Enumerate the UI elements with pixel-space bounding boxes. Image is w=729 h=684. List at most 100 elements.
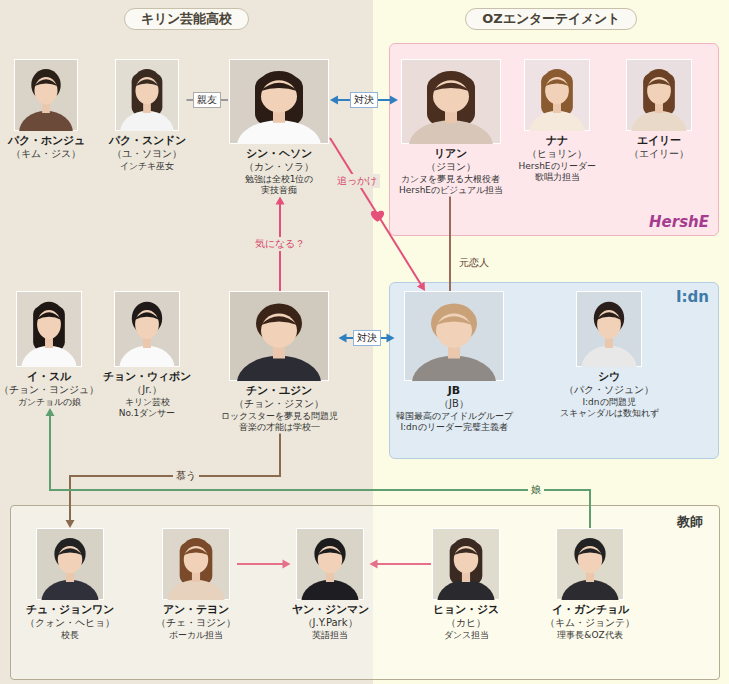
- face: [318, 546, 342, 573]
- character-card: イ・ガンチョル（キム・ジョンテ）理事長&OZ代表: [544, 528, 636, 641]
- relation-label: 慕う: [173, 469, 199, 483]
- shoulders: [301, 580, 358, 600]
- fringe: [135, 79, 159, 86]
- connector-line: [237, 563, 286, 565]
- character-name: アン・テヨン: [156, 603, 236, 617]
- relation-label: 気になる？: [252, 237, 308, 251]
- character-card: アン・テヨン（チェ・ヨジン）ボーカル担当: [155, 528, 237, 641]
- arrowhead: [390, 96, 398, 105]
- character-note: ロックスターを夢見る問題児 音楽の才能は学校一: [221, 411, 338, 434]
- arrowhead: [330, 96, 338, 105]
- portrait-photo: [404, 291, 504, 381]
- actor-name: （ユ・ソヨン）: [109, 148, 186, 161]
- relation-label: 親友: [193, 92, 221, 108]
- group-heading: キリン芸能高校: [124, 8, 249, 30]
- group-box: I:dnJB（JB）韓国最高のアイドルグループ I:dnのリーダー完璧主義者シウ…: [389, 282, 719, 459]
- character-card: チョン・ウィボン（Jr.）キリン芸校 No.1ダンサー: [102, 291, 192, 420]
- group-heading: OZエンターテイメント: [465, 8, 636, 30]
- portrait-photo: [114, 291, 180, 367]
- shoulders: [581, 346, 636, 367]
- portrait-photo: [524, 59, 590, 131]
- face: [58, 546, 82, 573]
- character-card: シン・ヘソン（カン・ソラ）勉強は全校1位の 実技音痴: [228, 59, 330, 197]
- portrait-photo: [296, 528, 364, 600]
- face: [597, 310, 621, 339]
- relation-connector: [330, 138, 425, 291]
- character-card: イ・スル（チョン・ヨンジュ）ガンチョルの娘: [0, 291, 100, 408]
- character-name: ナナ: [518, 134, 595, 148]
- fringe: [544, 79, 569, 86]
- relation-label: 対決: [353, 330, 381, 346]
- relation-label: 追っかけ: [334, 174, 380, 188]
- face: [261, 80, 297, 112]
- face: [578, 546, 602, 573]
- character-card: JB（JB）韓国最高のアイドルグループ I:dnのリーダー完璧主義者: [395, 291, 514, 434]
- group-heading: HershE: [649, 213, 709, 231]
- shoulders: [21, 346, 76, 367]
- character-name: エイリー: [626, 134, 692, 148]
- character-card: ヤン・ジンマン（J.Y.Park）英語担当: [291, 528, 370, 641]
- shoulders: [561, 580, 618, 600]
- relation-connector: [46, 408, 591, 528]
- actor-name: （チョン・ジヌン）: [221, 398, 338, 411]
- portrait-photo: [432, 528, 500, 600]
- character-note: カンヌを夢見る大根役者 HershEのビジュアル担当: [399, 174, 503, 197]
- actor-name: （J.Y.Park）: [292, 617, 369, 630]
- character-name: シン・ヘソン: [229, 147, 329, 161]
- character-name: パク・ホンジュ: [8, 134, 85, 148]
- portrait-photo: [162, 528, 230, 600]
- character-note: ボーカル担当: [156, 630, 236, 642]
- arrowhead: [387, 334, 395, 343]
- relation-label: 対決: [350, 92, 378, 108]
- heart-symbol: [371, 211, 384, 222]
- character-card: ナナ（ヒョリン）HershEのリーダー 歌唱力担当: [517, 59, 596, 184]
- portrait-photo: [229, 59, 329, 144]
- connector-line: [330, 138, 422, 287]
- connector-line: [375, 563, 432, 565]
- connector-line: [449, 197, 451, 292]
- shoulders: [167, 580, 224, 600]
- face: [647, 77, 671, 104]
- relation-connector: [450, 197, 451, 292]
- fringe: [646, 79, 671, 86]
- character-name: JB: [396, 384, 513, 398]
- arrowhead: [276, 197, 285, 205]
- character-note: キリン芸校 No.1ダンサー: [119, 397, 176, 420]
- fringe: [183, 548, 209, 555]
- relation-connector: [66, 434, 281, 529]
- character-card: チン・ユジン（チョン・ジヌン）ロックスターを夢見る問題児 音楽の才能は学校一: [220, 291, 339, 434]
- actor-name: （チェ・ヨジン）: [156, 617, 236, 630]
- character-note: 韓国最高のアイドルグループ I:dnのリーダー完璧主義者: [396, 411, 513, 434]
- fringe: [134, 312, 159, 320]
- portrait-photo: [401, 59, 501, 144]
- relation-label: 娘: [528, 483, 544, 497]
- arrowhead: [339, 334, 347, 343]
- org-region: OZエンターテイメントHershEリアン（ジヨン）カンヌを夢見る大根役者 Her…: [373, 0, 729, 500]
- character-card: パク・スンドン（ユ・ソヨン）インチキ巫女: [108, 59, 187, 172]
- relation-connector: [237, 560, 291, 569]
- fringe: [435, 316, 473, 325]
- character-name: イ・スル: [0, 370, 99, 384]
- shoulders: [237, 120, 321, 144]
- character-name: チョン・ウィボン: [103, 370, 191, 384]
- group-heading: 教師: [677, 514, 703, 530]
- fringe: [36, 312, 61, 320]
- character-name: リアン: [399, 147, 503, 161]
- portrait-photo: [229, 291, 329, 381]
- character-note: 英語担当: [292, 630, 369, 642]
- shoulders: [119, 346, 174, 367]
- fringe: [453, 548, 479, 555]
- fringe: [34, 79, 58, 86]
- character-name: シウ: [560, 370, 659, 384]
- actor-name: （クォン・ヘヒョ）: [25, 617, 115, 630]
- character-name: ヒョン・ジス: [432, 603, 500, 617]
- face: [135, 77, 158, 104]
- actor-name: （カン・ソラ）: [229, 161, 329, 174]
- portrait-photo: [576, 291, 642, 367]
- arrowhead: [66, 520, 75, 528]
- shoulders: [19, 111, 73, 131]
- actor-name: （チョン・ヨンジュ）: [0, 384, 99, 397]
- character-card: エイリー（エイリー）: [625, 59, 693, 161]
- face: [436, 314, 472, 348]
- actor-name: （ヒョリン）: [518, 148, 595, 161]
